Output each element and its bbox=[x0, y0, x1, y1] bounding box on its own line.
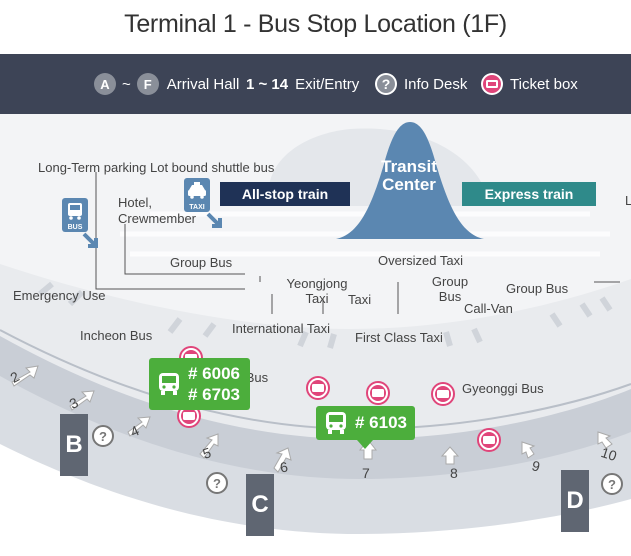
bus-badge-text: BUS bbox=[67, 224, 83, 231]
hotel-label-line1: Hotel, bbox=[118, 195, 152, 210]
legend-info: ? Info Desk bbox=[374, 54, 467, 114]
exit-number: 7 bbox=[362, 465, 370, 481]
taxi-badge-text: TAXI bbox=[189, 204, 205, 211]
legend-info-label: Info Desk bbox=[404, 75, 468, 93]
info-desk-icon: ? bbox=[375, 73, 397, 95]
taxi-label: Taxi bbox=[348, 292, 372, 307]
group-bus-mid-line1: Group bbox=[431, 274, 469, 289]
svg-text:?: ? bbox=[382, 76, 391, 92]
ticket-box-icon bbox=[481, 73, 503, 95]
legend-ticket: Ticket box bbox=[480, 54, 578, 114]
legend-tilde: ~ bbox=[122, 75, 131, 93]
route-box-6103: # 6103 bbox=[316, 406, 415, 440]
arrival-hall-c: C bbox=[246, 474, 274, 536]
international-taxi-label: International Taxi bbox=[232, 321, 331, 336]
allstop-train-label: All-stop train bbox=[241, 186, 329, 202]
yeongjong-line1: Yeongjong bbox=[286, 276, 348, 291]
group-bus-left-label: Group Bus bbox=[170, 255, 233, 270]
route-numbers: # 6006 # 6703 bbox=[188, 363, 240, 405]
longterm-shuttle-label: Long-Term parking Lot bound shuttle bus bbox=[38, 160, 275, 175]
yeongjong-line2: Taxi bbox=[305, 291, 329, 306]
route-box-6006-6703: # 6006 # 6703 bbox=[149, 358, 250, 410]
oversized-taxi-label: Oversized Taxi bbox=[378, 253, 464, 268]
hotel-label-line2: Crewmember bbox=[118, 211, 197, 226]
group-bus-mid-line2: Bus bbox=[438, 289, 462, 304]
route-pointer-icon bbox=[357, 440, 373, 449]
arrival-hall-b: B bbox=[60, 414, 88, 476]
legend-bar: A ~ F Arrival Hall 1 ~ 14 Exit/Entry ? I… bbox=[0, 54, 631, 114]
transit-center-line1: Transit bbox=[381, 157, 437, 176]
incheon-bus-label: Incheon Bus bbox=[80, 328, 153, 343]
express-train-banner: Express train bbox=[462, 182, 596, 206]
terminal-map: All-stop train Express train Transit Cen… bbox=[0, 114, 631, 556]
legend-hall-label: Arrival Hall bbox=[166, 75, 240, 93]
hall-a-icon: A bbox=[94, 73, 116, 95]
map-background bbox=[0, 114, 631, 556]
transit-center-line2: Center bbox=[382, 175, 436, 194]
legend-arrival-hall: A ~ F Arrival Hall bbox=[94, 54, 239, 114]
express-train-label: Express train bbox=[484, 186, 574, 202]
bus-icon bbox=[159, 373, 179, 395]
bus-icon bbox=[326, 412, 346, 434]
route-number: # 6703 bbox=[188, 385, 240, 404]
callvan-label: Call-Van bbox=[464, 301, 513, 316]
gyeonggi-bus-label: Gyeonggi Bus bbox=[462, 381, 544, 396]
hall-f-icon: F bbox=[136, 73, 159, 95]
taxi-badge-icon: TAXI bbox=[184, 178, 210, 212]
legend-exit-range: 1 ~ 14 bbox=[246, 75, 289, 93]
legend-exit: 1 ~ 14 Exit/Entry bbox=[246, 54, 359, 114]
emergency-use-label: Emergency Use bbox=[13, 288, 106, 303]
bus-badge-icon: BUS bbox=[62, 198, 88, 232]
yeongjong-taxi-label: Yeongjong Taxi bbox=[285, 276, 349, 306]
route-number: # 6006 bbox=[188, 364, 240, 383]
page-title: Terminal 1 - Bus Stop Location (1F) bbox=[124, 10, 507, 38]
group-bus-mid-label: Group Bus bbox=[426, 274, 474, 304]
bus-arrow-icon bbox=[82, 232, 98, 248]
group-bus-right-label: Group Bus bbox=[506, 281, 569, 296]
arrival-hall-d: D bbox=[561, 470, 589, 532]
exit-number: 8 bbox=[450, 465, 458, 481]
taxi-arrow-icon bbox=[206, 212, 222, 228]
first-class-taxi-label: First Class Taxi bbox=[355, 330, 443, 345]
legend-ticket-label: Ticket box bbox=[510, 75, 578, 93]
route-number: # 6103 bbox=[355, 413, 407, 432]
allstop-train-banner: All-stop train bbox=[220, 182, 350, 206]
right-edge-partial-label: L bbox=[625, 193, 631, 208]
transit-center-label: Transit Center bbox=[366, 158, 452, 194]
legend-exit-label: Exit/Entry bbox=[295, 75, 360, 93]
